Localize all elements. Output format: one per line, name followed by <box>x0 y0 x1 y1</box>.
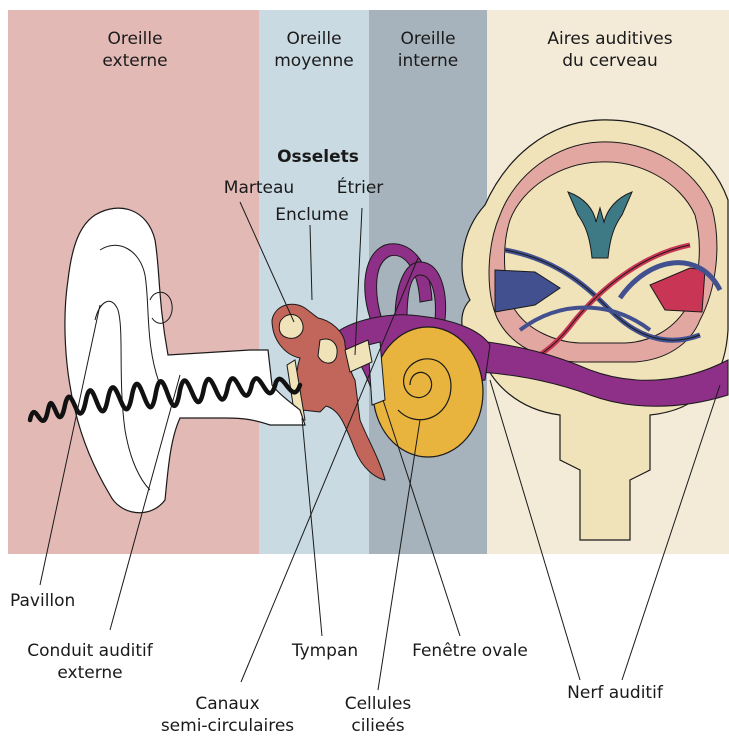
ossicles-group-label: Osselets <box>268 146 368 168</box>
cochlea <box>373 327 483 457</box>
marteau-label: Marteau <box>214 177 304 199</box>
fenetre-label: Fenêtre ovale <box>400 640 540 662</box>
etrier-label: Étrier <box>330 177 390 199</box>
enclume-label: Enclume <box>262 204 362 226</box>
outer-ear-label: Oreille externe <box>60 28 210 72</box>
brain-areas-label: Aires auditives du cerveau <box>520 28 700 72</box>
nerf-label: Nerf auditif <box>545 682 685 704</box>
canaux-label: Canaux semi-circulaires <box>140 693 315 737</box>
inner-ear-label: Oreille interne <box>369 28 487 72</box>
middle-ear-label: Oreille moyenne <box>259 28 369 72</box>
conduit-label: Conduit auditif externe <box>10 640 170 684</box>
tympan-label: Tympan <box>285 640 365 662</box>
cellules-label: Cellules cilieés <box>328 693 428 737</box>
pavillon-label: Pavillon <box>10 590 75 612</box>
